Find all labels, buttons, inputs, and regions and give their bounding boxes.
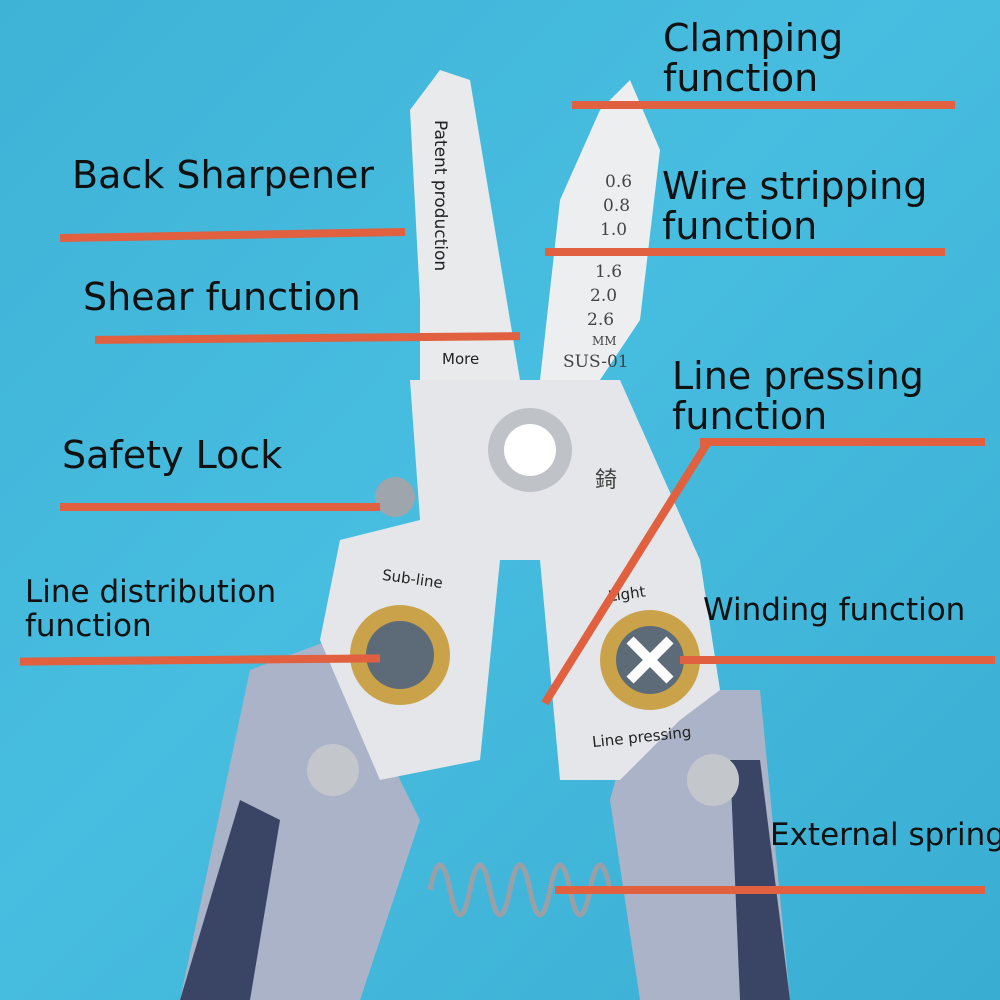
right-rivet [687, 754, 739, 806]
winding-leader-line [680, 656, 995, 664]
label-safety-lock: Safety Lock [62, 433, 283, 477]
label-winding: Winding function [703, 592, 966, 628]
model-marking: SUS-01 [563, 352, 629, 372]
size-marking: 1.6 [595, 262, 623, 282]
line-pressing-leader-line [700, 438, 985, 446]
right-grip [730, 760, 790, 1000]
label-shear: Shear function [83, 275, 361, 319]
safety-lock-knob [375, 477, 415, 517]
size-marking: 2.6 [587, 310, 615, 330]
safety-lock-leader-line [60, 503, 380, 511]
unit-marking: MM [592, 334, 617, 348]
external-spring-leader-line [555, 886, 985, 894]
clamping-leader-line [572, 101, 955, 109]
size-marking: 1.0 [600, 220, 628, 240]
size-marking: 2.0 [590, 286, 618, 306]
left-rivet [307, 744, 359, 796]
size-marking: 0.8 [603, 196, 631, 216]
label-external-spring: External spring [770, 817, 1000, 853]
logo-character: 錡 [595, 468, 618, 493]
wire-stripping-leader-line [545, 248, 945, 256]
patent-marking: Patent production [430, 120, 450, 272]
right-jaw [540, 80, 660, 380]
more-marking: More [442, 350, 480, 368]
spring [427, 862, 613, 918]
label-back-sharpener: Back Sharpener [72, 153, 375, 197]
size-marking: 0.6 [605, 172, 633, 192]
left-grip [180, 800, 280, 1000]
